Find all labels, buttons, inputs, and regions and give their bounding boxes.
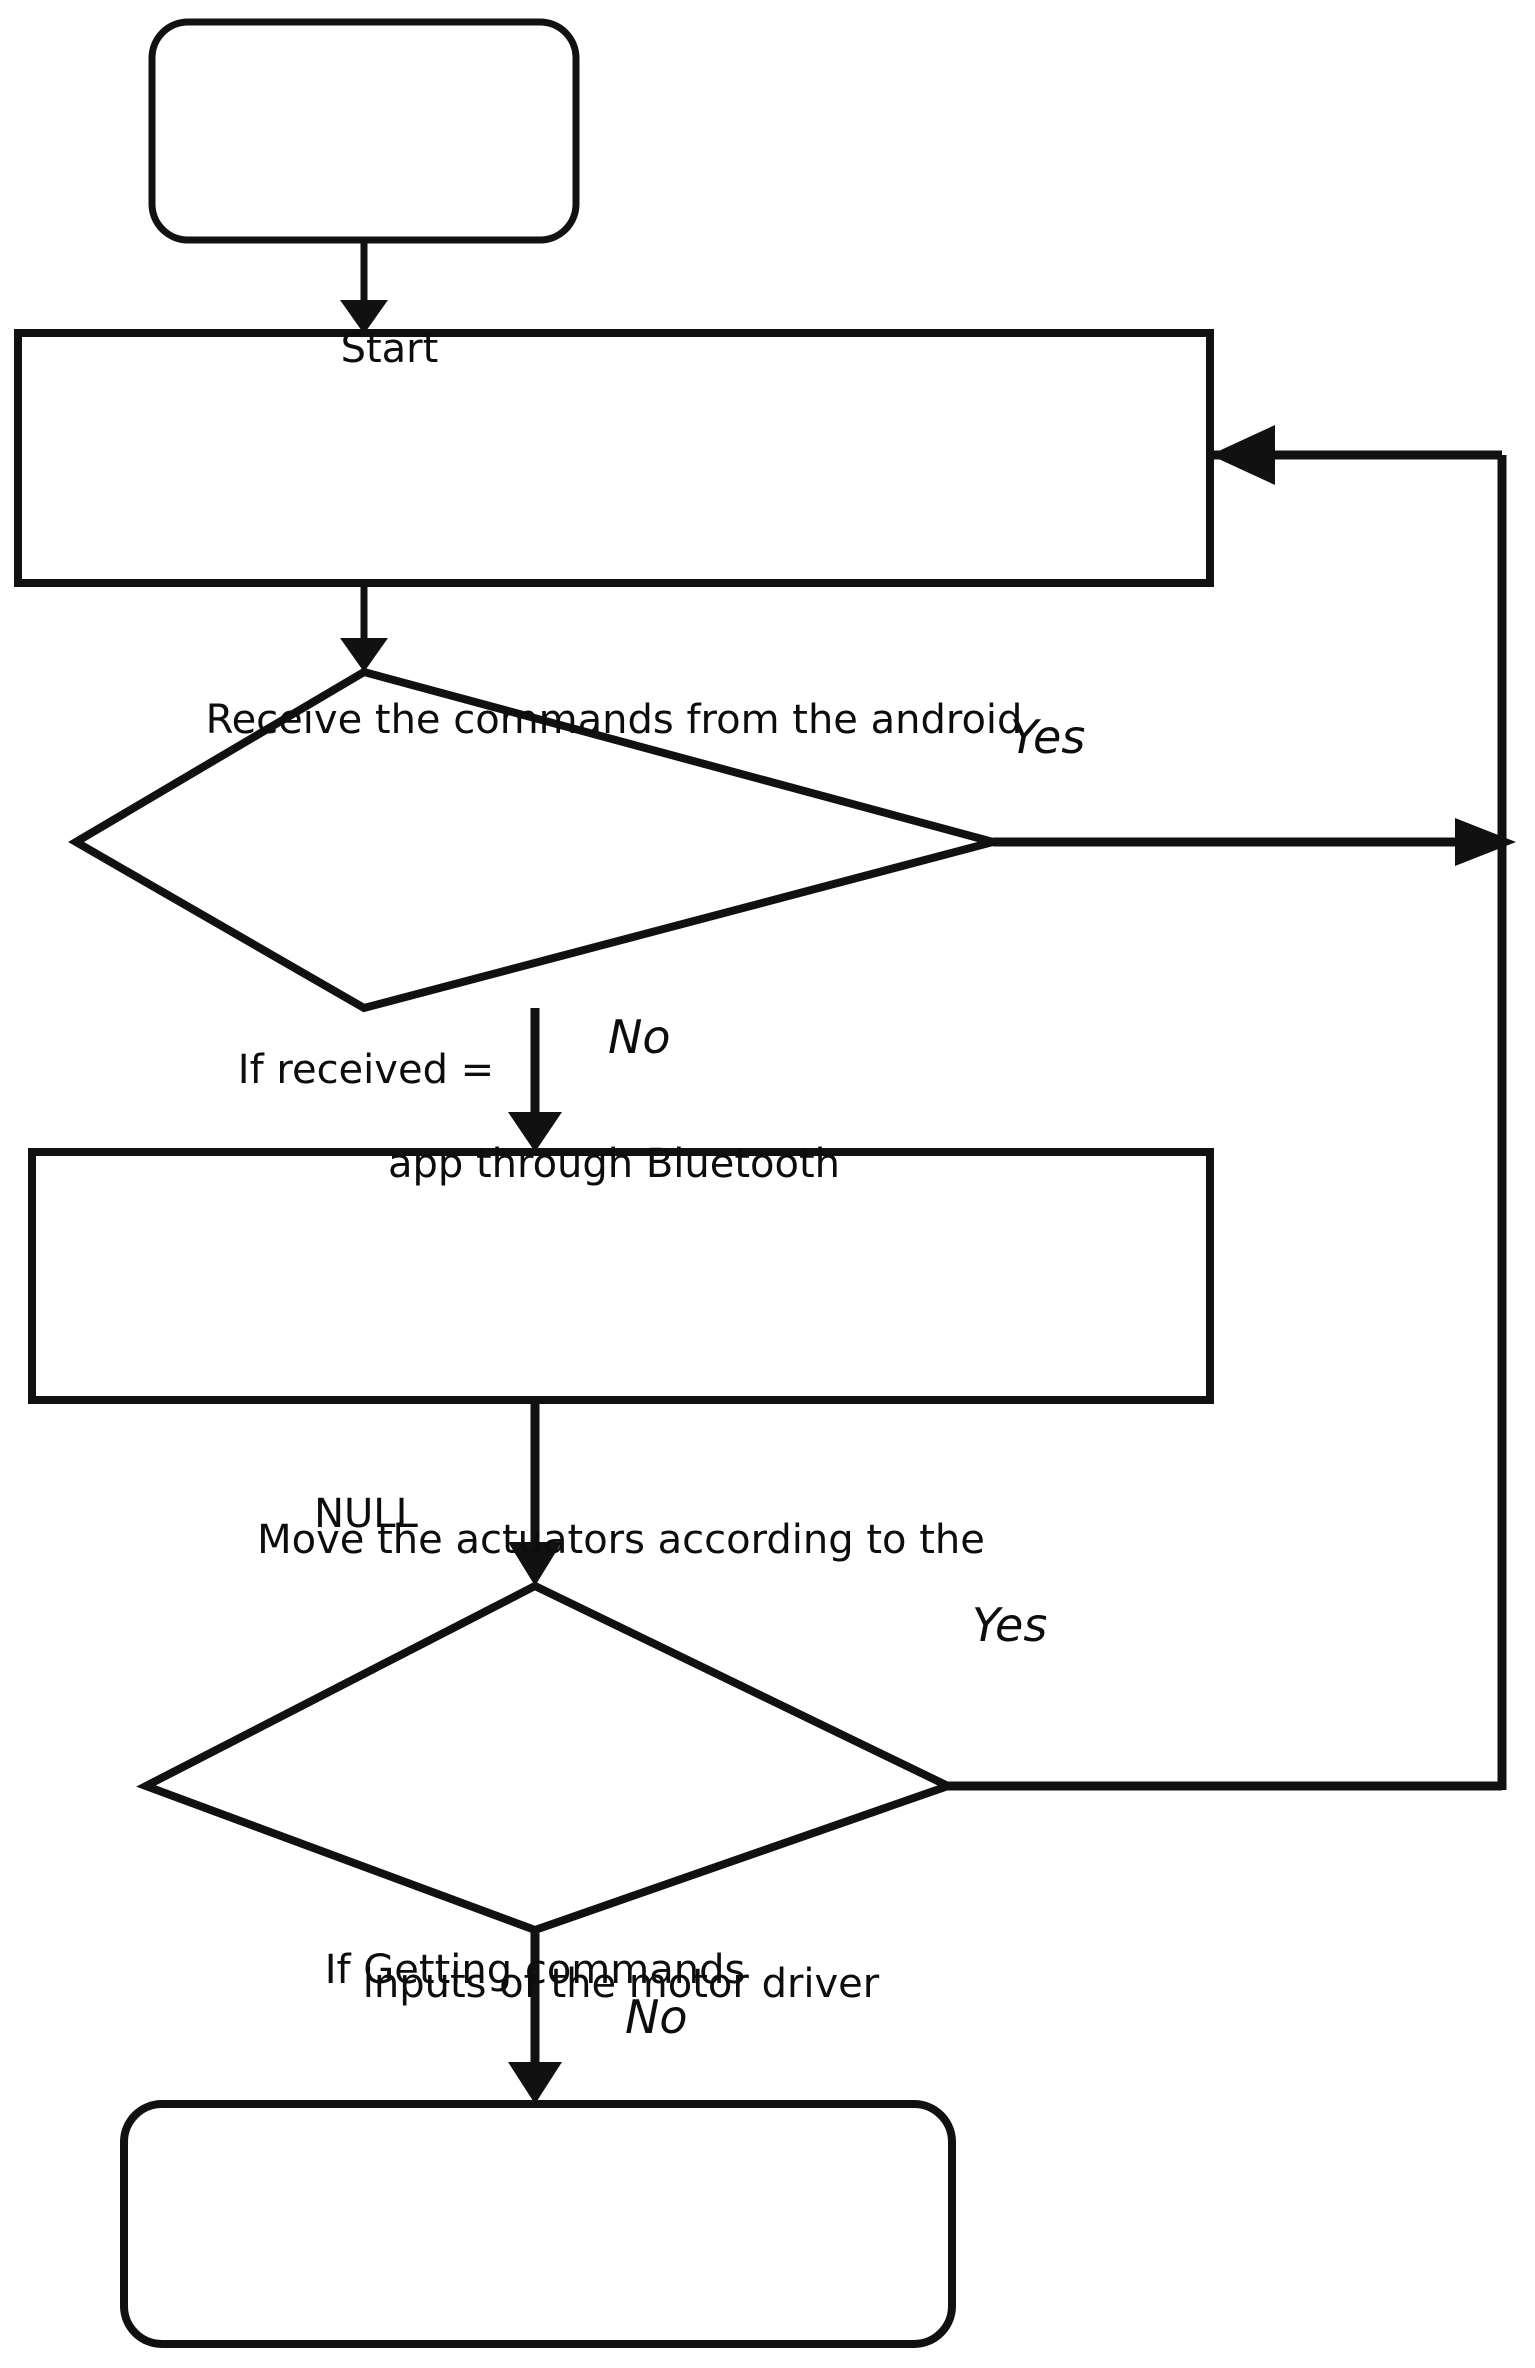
move-actuators-node-shape[interactable]: [28, 1148, 1214, 1404]
edge-label-check-getting-yes: Yes: [972, 1598, 1048, 1652]
edge-label-check-null-no: No: [608, 1010, 671, 1064]
arrowhead-receive-to-check-null: [340, 638, 388, 672]
start-node-shape[interactable]: [148, 18, 580, 244]
check-null-node-shape[interactable]: [68, 667, 1009, 1013]
arrowhead-check-null-no: [508, 1112, 562, 1152]
receive-node-shape[interactable]: [14, 329, 1214, 587]
stop-node-shape[interactable]: [120, 2100, 956, 2348]
arrowhead-check-getting-no: [508, 2062, 562, 2104]
arrowhead-check-null-yes: [1455, 818, 1516, 866]
check-getting-node-shape[interactable]: [136, 1581, 959, 1935]
arrowhead-feedback-into-receive: [1210, 425, 1275, 485]
edge-label-check-getting-no: No: [625, 1990, 688, 2044]
arrowhead-move-to-check-getting: [508, 1542, 562, 1586]
edge-label-check-null-yes: Yes: [1010, 710, 1086, 764]
arrowhead-start-to-receive: [340, 300, 388, 334]
